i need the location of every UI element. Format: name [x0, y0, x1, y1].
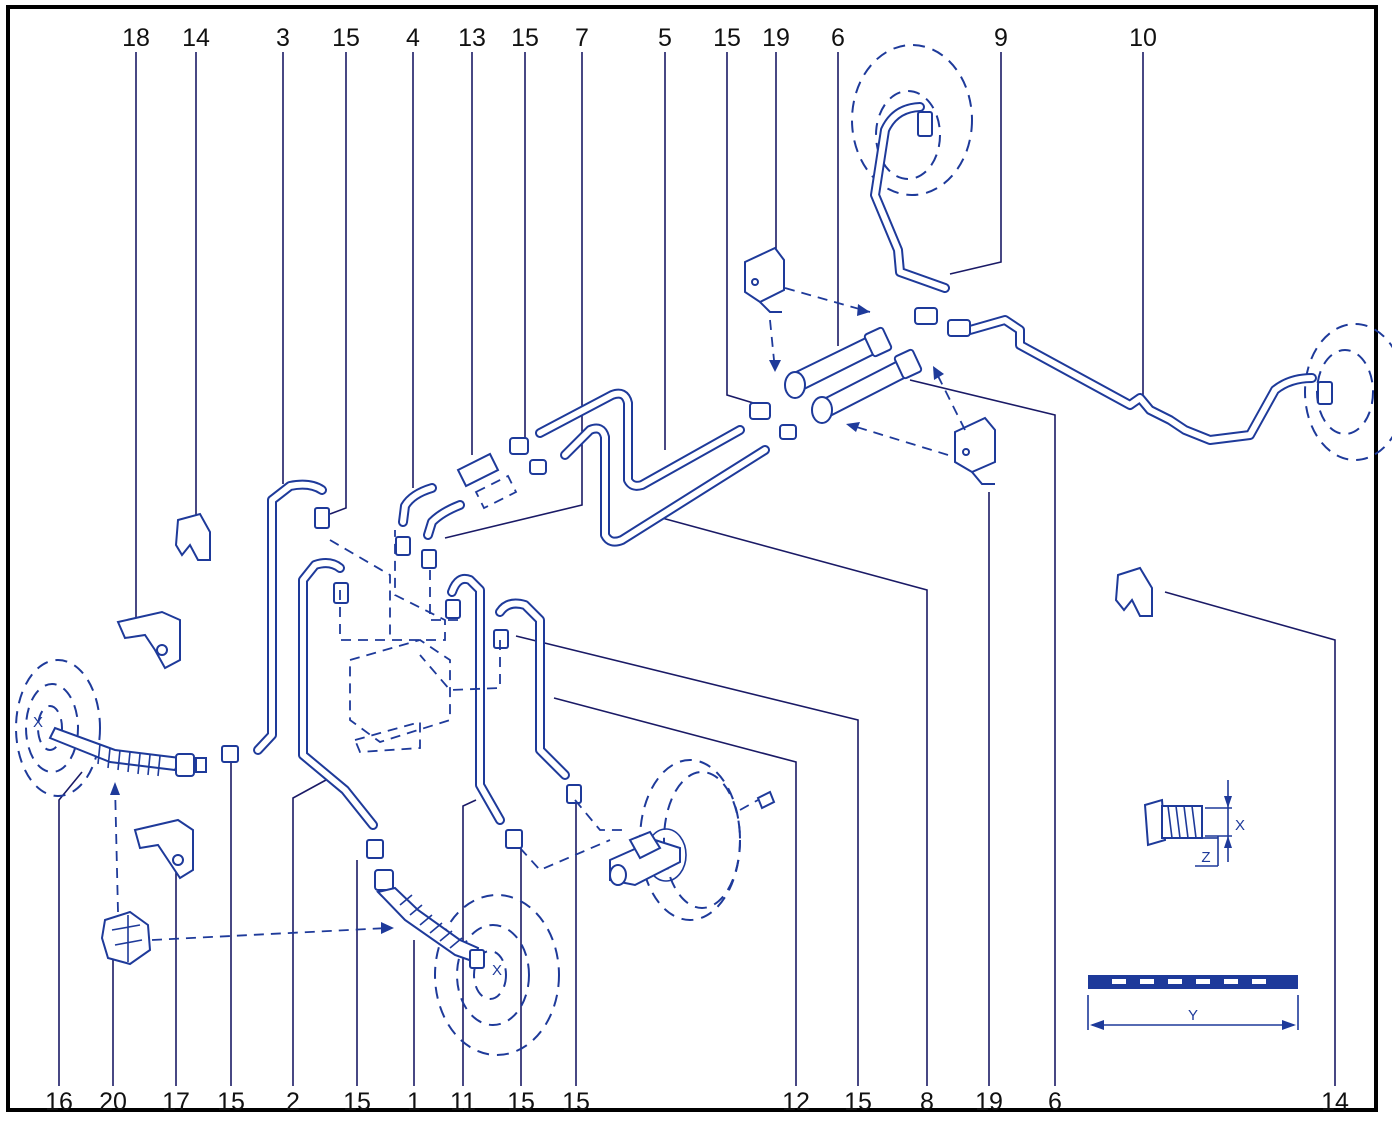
callout-bottom-17: 17 — [162, 1088, 190, 1116]
callout-top-15a: 15 — [332, 24, 360, 52]
callout-top-13: 13 — [458, 24, 486, 52]
callout-bottom-19: 19 — [975, 1088, 1003, 1116]
leader-15-top-c — [726, 52, 761, 406]
callout-bottom-15a: 15 — [217, 1088, 245, 1116]
callout-bottom-15d: 15 — [562, 1088, 590, 1116]
callout-top-10: 10 — [1129, 24, 1157, 52]
master-cylinder — [519, 799, 681, 887]
callout-top-15b: 15 — [511, 24, 539, 52]
leader-15-bottom-e — [515, 635, 859, 1086]
detail-z-label: Z — [1201, 849, 1210, 866]
brake-servo — [639, 759, 776, 921]
callout-top-15c: 15 — [713, 24, 741, 52]
clip-18 — [116, 610, 181, 670]
callout-top-9: 9 — [994, 24, 1008, 52]
leader-11 — [462, 799, 477, 1086]
callout-top-6: 6 — [831, 24, 845, 52]
callout-bottom-11: 11 — [450, 1088, 476, 1116]
callout-bottom-12: 12 — [782, 1088, 810, 1116]
length-detail: Y — [1087, 975, 1299, 1030]
clip-17 — [133, 818, 194, 880]
callout-top-7: 7 — [575, 24, 589, 52]
callout-bottom-2: 2 — [286, 1088, 300, 1116]
clip-14-top — [174, 512, 211, 561]
assembly-arrows — [110, 287, 966, 941]
detail-x-label: X — [1235, 817, 1245, 834]
flexible-hose-16 — [48, 726, 207, 777]
leader-8 — [661, 517, 928, 1086]
bracket-19-bottom — [954, 416, 996, 485]
leader-9 — [949, 52, 1002, 275]
front-right-wheel — [851, 44, 973, 196]
modulator-block — [329, 530, 501, 753]
callout-bottom-14: 14 — [1321, 1088, 1349, 1116]
wheel-x-label-left: X — [33, 714, 43, 731]
callout-top-4: 4 — [406, 24, 420, 52]
leader-7 — [444, 52, 583, 539]
leader-lines — [58, 52, 1336, 1086]
union-fittings — [221, 111, 1333, 969]
coupler-13 — [456, 452, 518, 510]
wheel-x-label-rear: X — [492, 962, 502, 979]
junction-pipes-6 — [784, 326, 923, 424]
callout-bottom-16: 16 — [45, 1088, 73, 1116]
callout-bottom-15c: 15 — [507, 1088, 535, 1116]
callout-bottom-1: 1 — [407, 1088, 421, 1116]
leader-15-top-a — [329, 52, 347, 515]
brake-pipes — [253, 102, 1317, 830]
callout-top-18: 18 — [122, 24, 150, 52]
callout-bottom-15b: 15 — [343, 1088, 371, 1116]
callout-top-19: 19 — [762, 24, 790, 52]
detail-y-label: Y — [1188, 1007, 1198, 1024]
flexible-hose-1 — [374, 869, 480, 964]
top-callouts: 18 14 3 15 4 13 15 7 5 15 19 6 9 10 — [122, 24, 1157, 52]
rear-left-wheel: X — [434, 894, 560, 1056]
diagram-frame — [6, 5, 1378, 1112]
leader-14-bottom — [1164, 591, 1336, 1086]
clip-14-right — [1114, 566, 1153, 617]
callout-top-5: 5 — [658, 24, 672, 52]
callout-top-14: 14 — [182, 24, 210, 52]
front-left-wheel: X — [15, 659, 101, 797]
fitting-detail: X Z — [1143, 780, 1245, 867]
nut-20 — [100, 910, 152, 966]
callout-bottom-15e: 15 — [844, 1088, 872, 1116]
bottom-callouts: 16 20 17 15 2 15 1 11 15 15 12 15 8 19 6… — [45, 1088, 1349, 1116]
callout-bottom-8: 8 — [920, 1088, 934, 1116]
leader-16 — [58, 771, 83, 1086]
callout-bottom-6: 6 — [1048, 1088, 1062, 1116]
callout-top-3: 3 — [276, 24, 290, 52]
leader-6-bottom — [909, 379, 1056, 1086]
leader-12 — [553, 697, 797, 1086]
bracket-19-top — [744, 246, 785, 313]
leader-2 — [292, 779, 327, 1086]
callout-bottom-20: 20 — [99, 1088, 127, 1116]
